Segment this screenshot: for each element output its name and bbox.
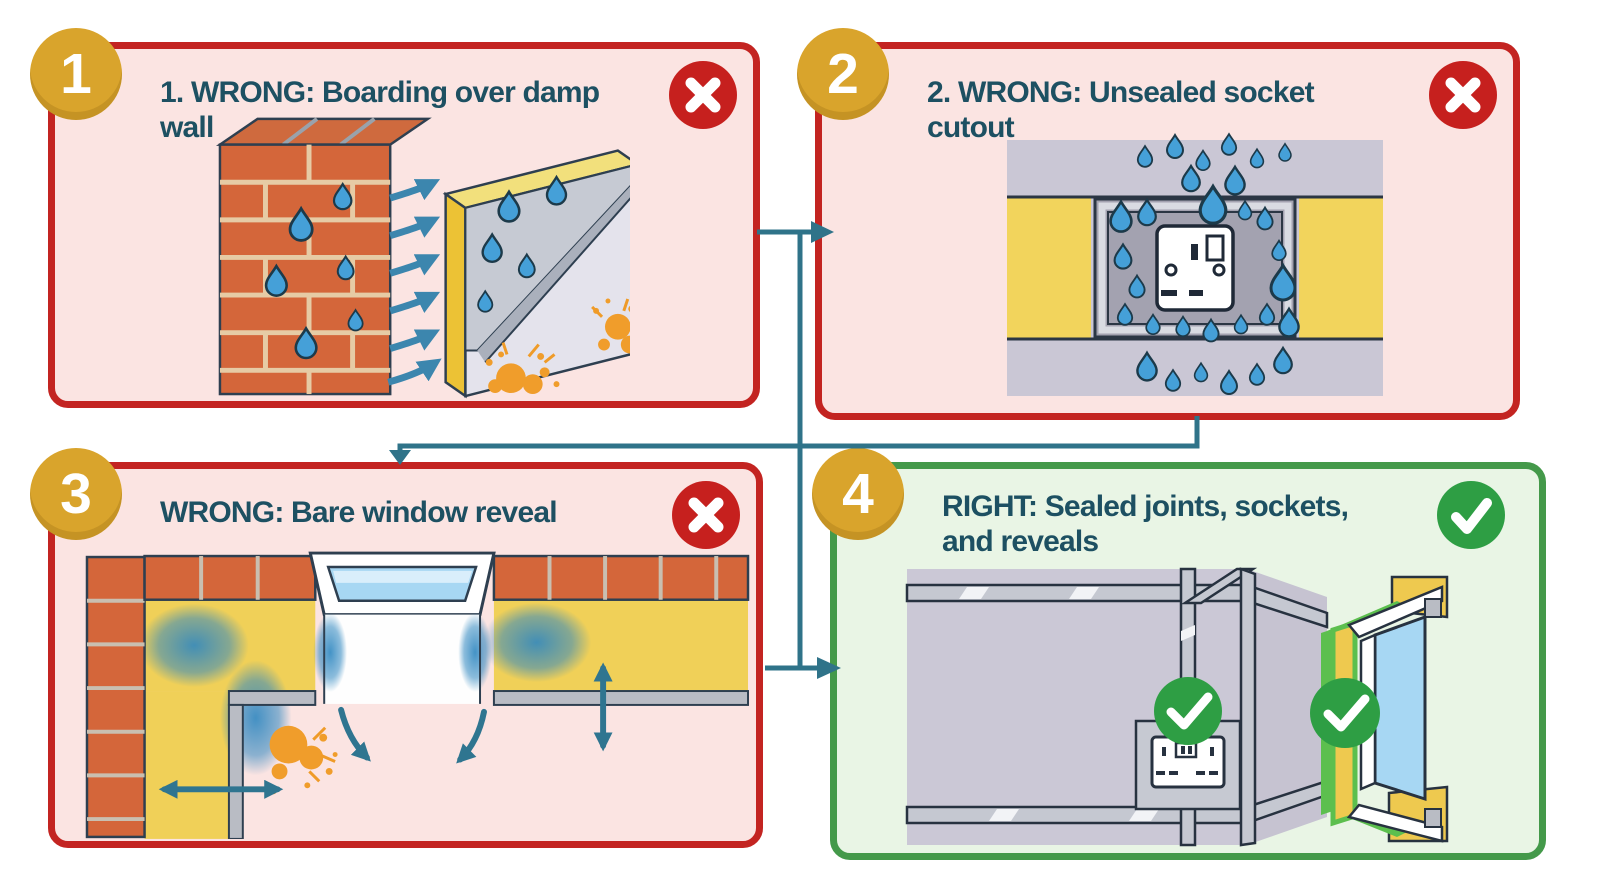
- panel-title: 1. WRONG: Boarding over damp wall: [160, 76, 600, 145]
- sealed-window: [1321, 575, 1449, 843]
- x-icon: [1429, 61, 1497, 129]
- mold-spots: [485, 298, 630, 395]
- illustration-boarding-over-damp-wall: [215, 117, 630, 399]
- tape-highlights: [959, 587, 1195, 821]
- air-leak-arrows: [158, 662, 613, 799]
- panel-bare-window-reveal: 3 WRONG: Bare window reveal: [30, 448, 763, 848]
- panel-title: RIGHT: Sealed joints, sockets, and revea…: [942, 490, 1349, 559]
- panel-boarding-over-damp-wall: 1 1. WRONG: Boarding over damp wall: [30, 28, 760, 408]
- illustration-unsealed-socket: [1007, 133, 1383, 396]
- check-icon-window: [1310, 678, 1380, 748]
- step-badge-1: 1: [30, 28, 122, 120]
- illustration-sealed-room: [905, 567, 1449, 847]
- step-badge-4: 4: [812, 448, 904, 540]
- window: [308, 551, 496, 617]
- illustration-bare-window-reveal: [85, 551, 750, 839]
- step-badge-3: 3: [30, 448, 122, 540]
- mold-spots: [269, 725, 338, 795]
- x-icon: [672, 481, 740, 549]
- socket: [1155, 224, 1235, 312]
- moisture-arrows: [387, 179, 442, 386]
- step-badge-2: 2: [797, 28, 889, 120]
- panel-sealed-joints-sockets-reveals: 4 RIGHT: Sealed joints, sockets, and rev…: [812, 448, 1546, 860]
- panel-unsealed-socket-cutout: 2 2. WRONG: Unsealed socket cutout: [797, 28, 1520, 420]
- x-icon: [669, 61, 737, 129]
- panel-title: 2. WRONG: Unsealed socket cutout: [927, 76, 1315, 145]
- panel-title: WRONG: Bare window reveal: [160, 496, 558, 529]
- mold-rays: [501, 298, 630, 364]
- mold-rays: [308, 726, 336, 783]
- check-icon: [1437, 481, 1505, 549]
- check-icon-socket: [1154, 677, 1222, 745]
- sealed-socket: [1134, 719, 1242, 811]
